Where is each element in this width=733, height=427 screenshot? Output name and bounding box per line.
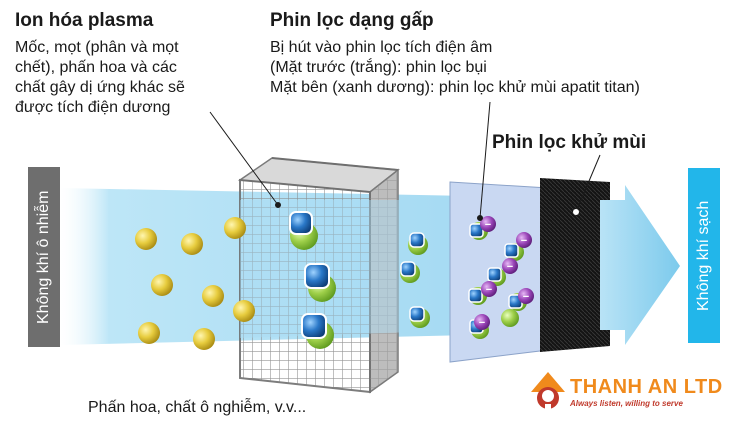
- deodorizing-filter: [540, 178, 610, 352]
- ion-title: Ion hóa plasma: [15, 10, 154, 31]
- minus-sign: −: [523, 291, 529, 303]
- polluted-air-label: Không khí ô nhiễm: [28, 167, 60, 347]
- minus-sign: −: [486, 284, 492, 296]
- ion-description: Mốc, mọt (phân và mọt chết), phấn hoa và…: [15, 39, 185, 116]
- pleat-description: Bị hút vào phin lọc tích điện âm (Mặt tr…: [270, 39, 640, 96]
- minus-sign: −: [479, 317, 485, 329]
- deodor-title: Phin lọc khử mùi: [492, 132, 647, 153]
- minus-sign: −: [507, 261, 513, 273]
- ionizer-unit: [237, 157, 400, 394]
- dust-particles: [135, 217, 255, 350]
- bottom-caption: Phấn hoa, chất ô nghiễm, v.v...: [88, 399, 307, 416]
- negative-ion-signs: − − − − − −: [479, 219, 529, 329]
- minus-sign: −: [521, 235, 527, 247]
- leader-lines: [209, 101, 601, 221]
- brand-block: THANH AN LTD Always listen, willing to s…: [570, 376, 723, 408]
- clean-air-arrow: [600, 185, 680, 345]
- brand-logo-icon: [531, 372, 565, 412]
- brand-slogan: Always listen, willing to serve: [570, 399, 683, 408]
- negative-ions: [474, 216, 534, 330]
- charged-particles: [289, 211, 430, 349]
- brand-name: THANH AN LTD: [570, 376, 723, 398]
- clean-air-label: Không khí sạch: [688, 168, 720, 343]
- pleat-title: Phin lọc dạng gấp: [270, 10, 434, 31]
- minus-sign: −: [485, 219, 491, 231]
